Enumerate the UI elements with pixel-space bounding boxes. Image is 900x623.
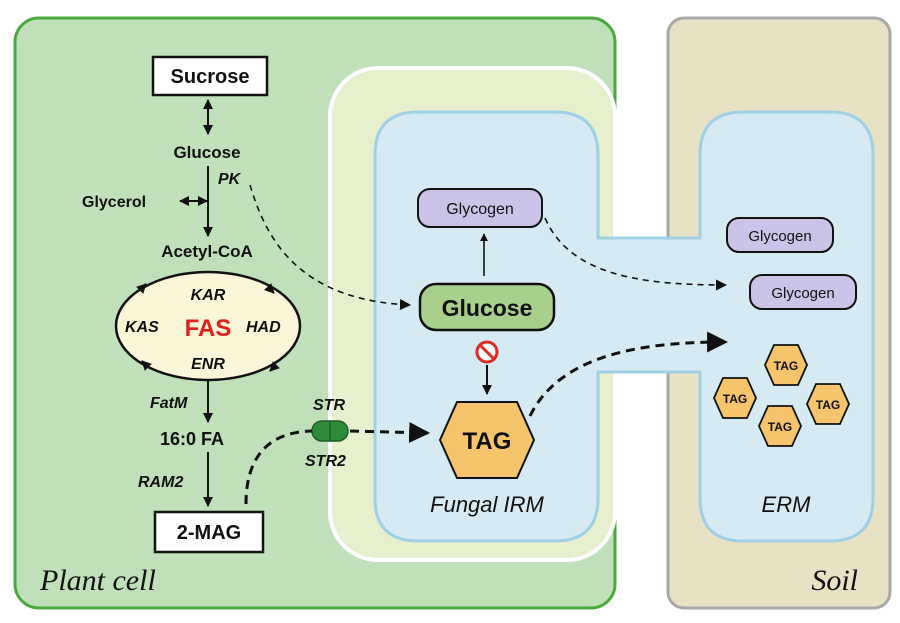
transporter-to-tag-path [349, 422, 431, 444]
irm-tag-label: TAG [463, 428, 512, 455]
sucrose-box [151, 55, 269, 97]
fa-label: 16:0 FA [160, 429, 224, 449]
irm-glucose-box [418, 282, 556, 332]
pk-label: PK [218, 171, 242, 188]
glycogen-transport-path [544, 217, 728, 291]
acetyl-coa-label: Acetyl-CoA [161, 242, 253, 261]
fas-label: FAS [185, 315, 232, 342]
no-sign-icon [475, 340, 499, 364]
erm-glycogen-box-2 [749, 274, 857, 310]
erm-tag-hexagon-1 [764, 344, 808, 386]
str2-label: STR2 [305, 453, 346, 470]
fas-cycle-arrow-3 [269, 361, 280, 372]
plant-cell-label: Plant cell [39, 564, 156, 597]
had-label: HAD [246, 319, 281, 336]
fungal-irm-label: Fungal IRM [430, 492, 544, 517]
erm-glycogen-label-2: Glycogen [771, 285, 834, 302]
fas-cycle [114, 270, 302, 382]
fatm-label: FatM [150, 395, 188, 412]
erm-tag-hexagon-4 [758, 405, 802, 447]
erm-tag-hexagon-3 [806, 383, 850, 425]
tag-transport-path [528, 331, 729, 417]
mag-box [153, 510, 265, 554]
erm-glycogen-label-1: Glycogen [748, 228, 811, 245]
erm-tag-label-4: TAG [768, 420, 792, 434]
glycerol-label: Glycerol [82, 194, 146, 211]
fas-cycle-arrow-1 [136, 283, 147, 294]
fas-cycle-arrow-4 [141, 360, 152, 371]
irm-glucose-label: Glucose [442, 295, 533, 321]
kar-label: KAR [191, 287, 226, 304]
erm-tag-hexagon-2 [713, 377, 757, 419]
irm-tag-hexagon [438, 401, 536, 479]
erm-glycogen-box-1 [726, 217, 834, 253]
str-label: STR [313, 397, 345, 414]
kas-label: KAS [125, 319, 159, 336]
mag-to-transporter-path [244, 429, 313, 505]
irm-glycogen-box [417, 188, 543, 228]
irm-glycogen-label: Glycogen [446, 201, 514, 218]
erm-tag-label-2: TAG [723, 392, 747, 406]
erm-label: ERM [762, 492, 812, 517]
sucrose-label: Sucrose [171, 66, 250, 88]
erm-tag-label-3: TAG [816, 398, 840, 412]
mag-label: 2-MAG [177, 522, 241, 544]
enr-label: ENR [191, 356, 225, 373]
fas-cycle-arrow-2 [264, 283, 275, 294]
soil-label: Soil [811, 564, 858, 597]
plant-glucose-label: Glucose [173, 143, 240, 162]
pk-to-glucose-path [249, 184, 412, 311]
erm-tag-label-1: TAG [774, 359, 798, 373]
ram2-label: RAM2 [138, 474, 183, 491]
